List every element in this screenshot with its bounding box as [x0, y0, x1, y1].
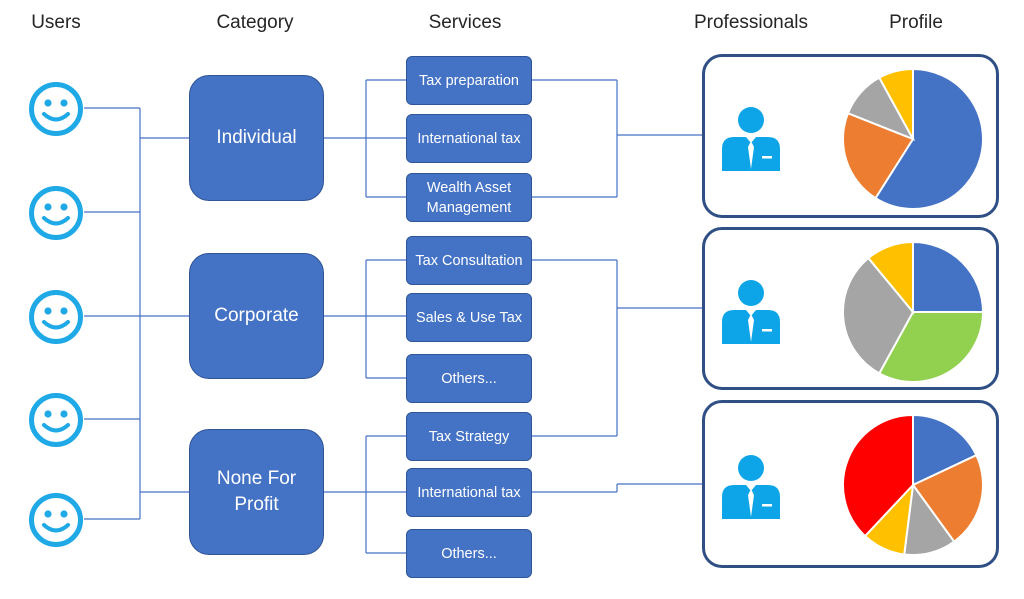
- professional-panel-2: [702, 227, 999, 390]
- smiley-face-icon: [29, 186, 83, 240]
- header-category: Category: [216, 12, 294, 33]
- pie-slice-2: [911, 453, 984, 544]
- pie-slice-4: [866, 240, 914, 315]
- profile-pie-chart-2: [842, 240, 985, 383]
- smiley-face-icon: [29, 393, 83, 447]
- profile-pie-chart-3: [842, 413, 984, 556]
- service-international-tax[interactable]: International tax: [406, 114, 532, 163]
- smiley-face-icon: [29, 82, 83, 136]
- professional-person-icon: [722, 280, 780, 344]
- header-profile: Profile: [889, 12, 943, 33]
- service-sales-use-tax[interactable]: Sales & Use Tax: [406, 293, 532, 342]
- user-icon-2: [29, 186, 83, 240]
- professional-icon: [722, 455, 780, 519]
- user-icon-1: [29, 82, 83, 136]
- smiley-face-icon: [29, 493, 83, 547]
- service-tax-preparation[interactable]: Tax preparation: [406, 56, 532, 105]
- smiley-face-icon: [29, 290, 83, 344]
- service-tax-consultation[interactable]: Tax Consultation: [406, 236, 532, 285]
- pie-slice-5: [842, 413, 914, 538]
- user-icon-4: [29, 393, 83, 447]
- service-others[interactable]: Others...: [406, 529, 532, 578]
- service-tax-strategy[interactable]: Tax Strategy: [406, 412, 532, 461]
- user-icon-3: [29, 290, 83, 344]
- pie-slice-1: [912, 240, 985, 313]
- header-users: Users: [31, 12, 81, 33]
- professional-panel-1: [702, 54, 999, 218]
- category-none-for-profit[interactable]: None For Profit: [189, 429, 324, 555]
- professional-panel-3: [702, 400, 999, 568]
- profile-pie-chart-1: [842, 67, 984, 210]
- professional-icon: [722, 107, 780, 171]
- professional-person-icon: [722, 455, 780, 519]
- pie-slice-1: [912, 413, 978, 487]
- header-professionals: Professionals: [693, 12, 809, 33]
- category-individual[interactable]: Individual: [189, 75, 324, 201]
- pie-slice-2: [842, 111, 915, 200]
- user-icon-5: [29, 493, 83, 547]
- category-corporate[interactable]: Corporate: [189, 253, 324, 379]
- service-others[interactable]: Others...: [406, 354, 532, 403]
- professional-icon: [722, 280, 780, 344]
- pie-slice-4: [877, 67, 914, 140]
- professional-person-icon: [722, 107, 780, 171]
- pie-slice-2: [877, 311, 985, 383]
- header-services: Services: [428, 12, 502, 33]
- service-wealth-asset-management[interactable]: Wealth Asset Management: [406, 173, 532, 222]
- pie-slice-3: [842, 256, 915, 375]
- service-international-tax[interactable]: International tax: [406, 468, 532, 517]
- pie-slice-1: [874, 67, 984, 210]
